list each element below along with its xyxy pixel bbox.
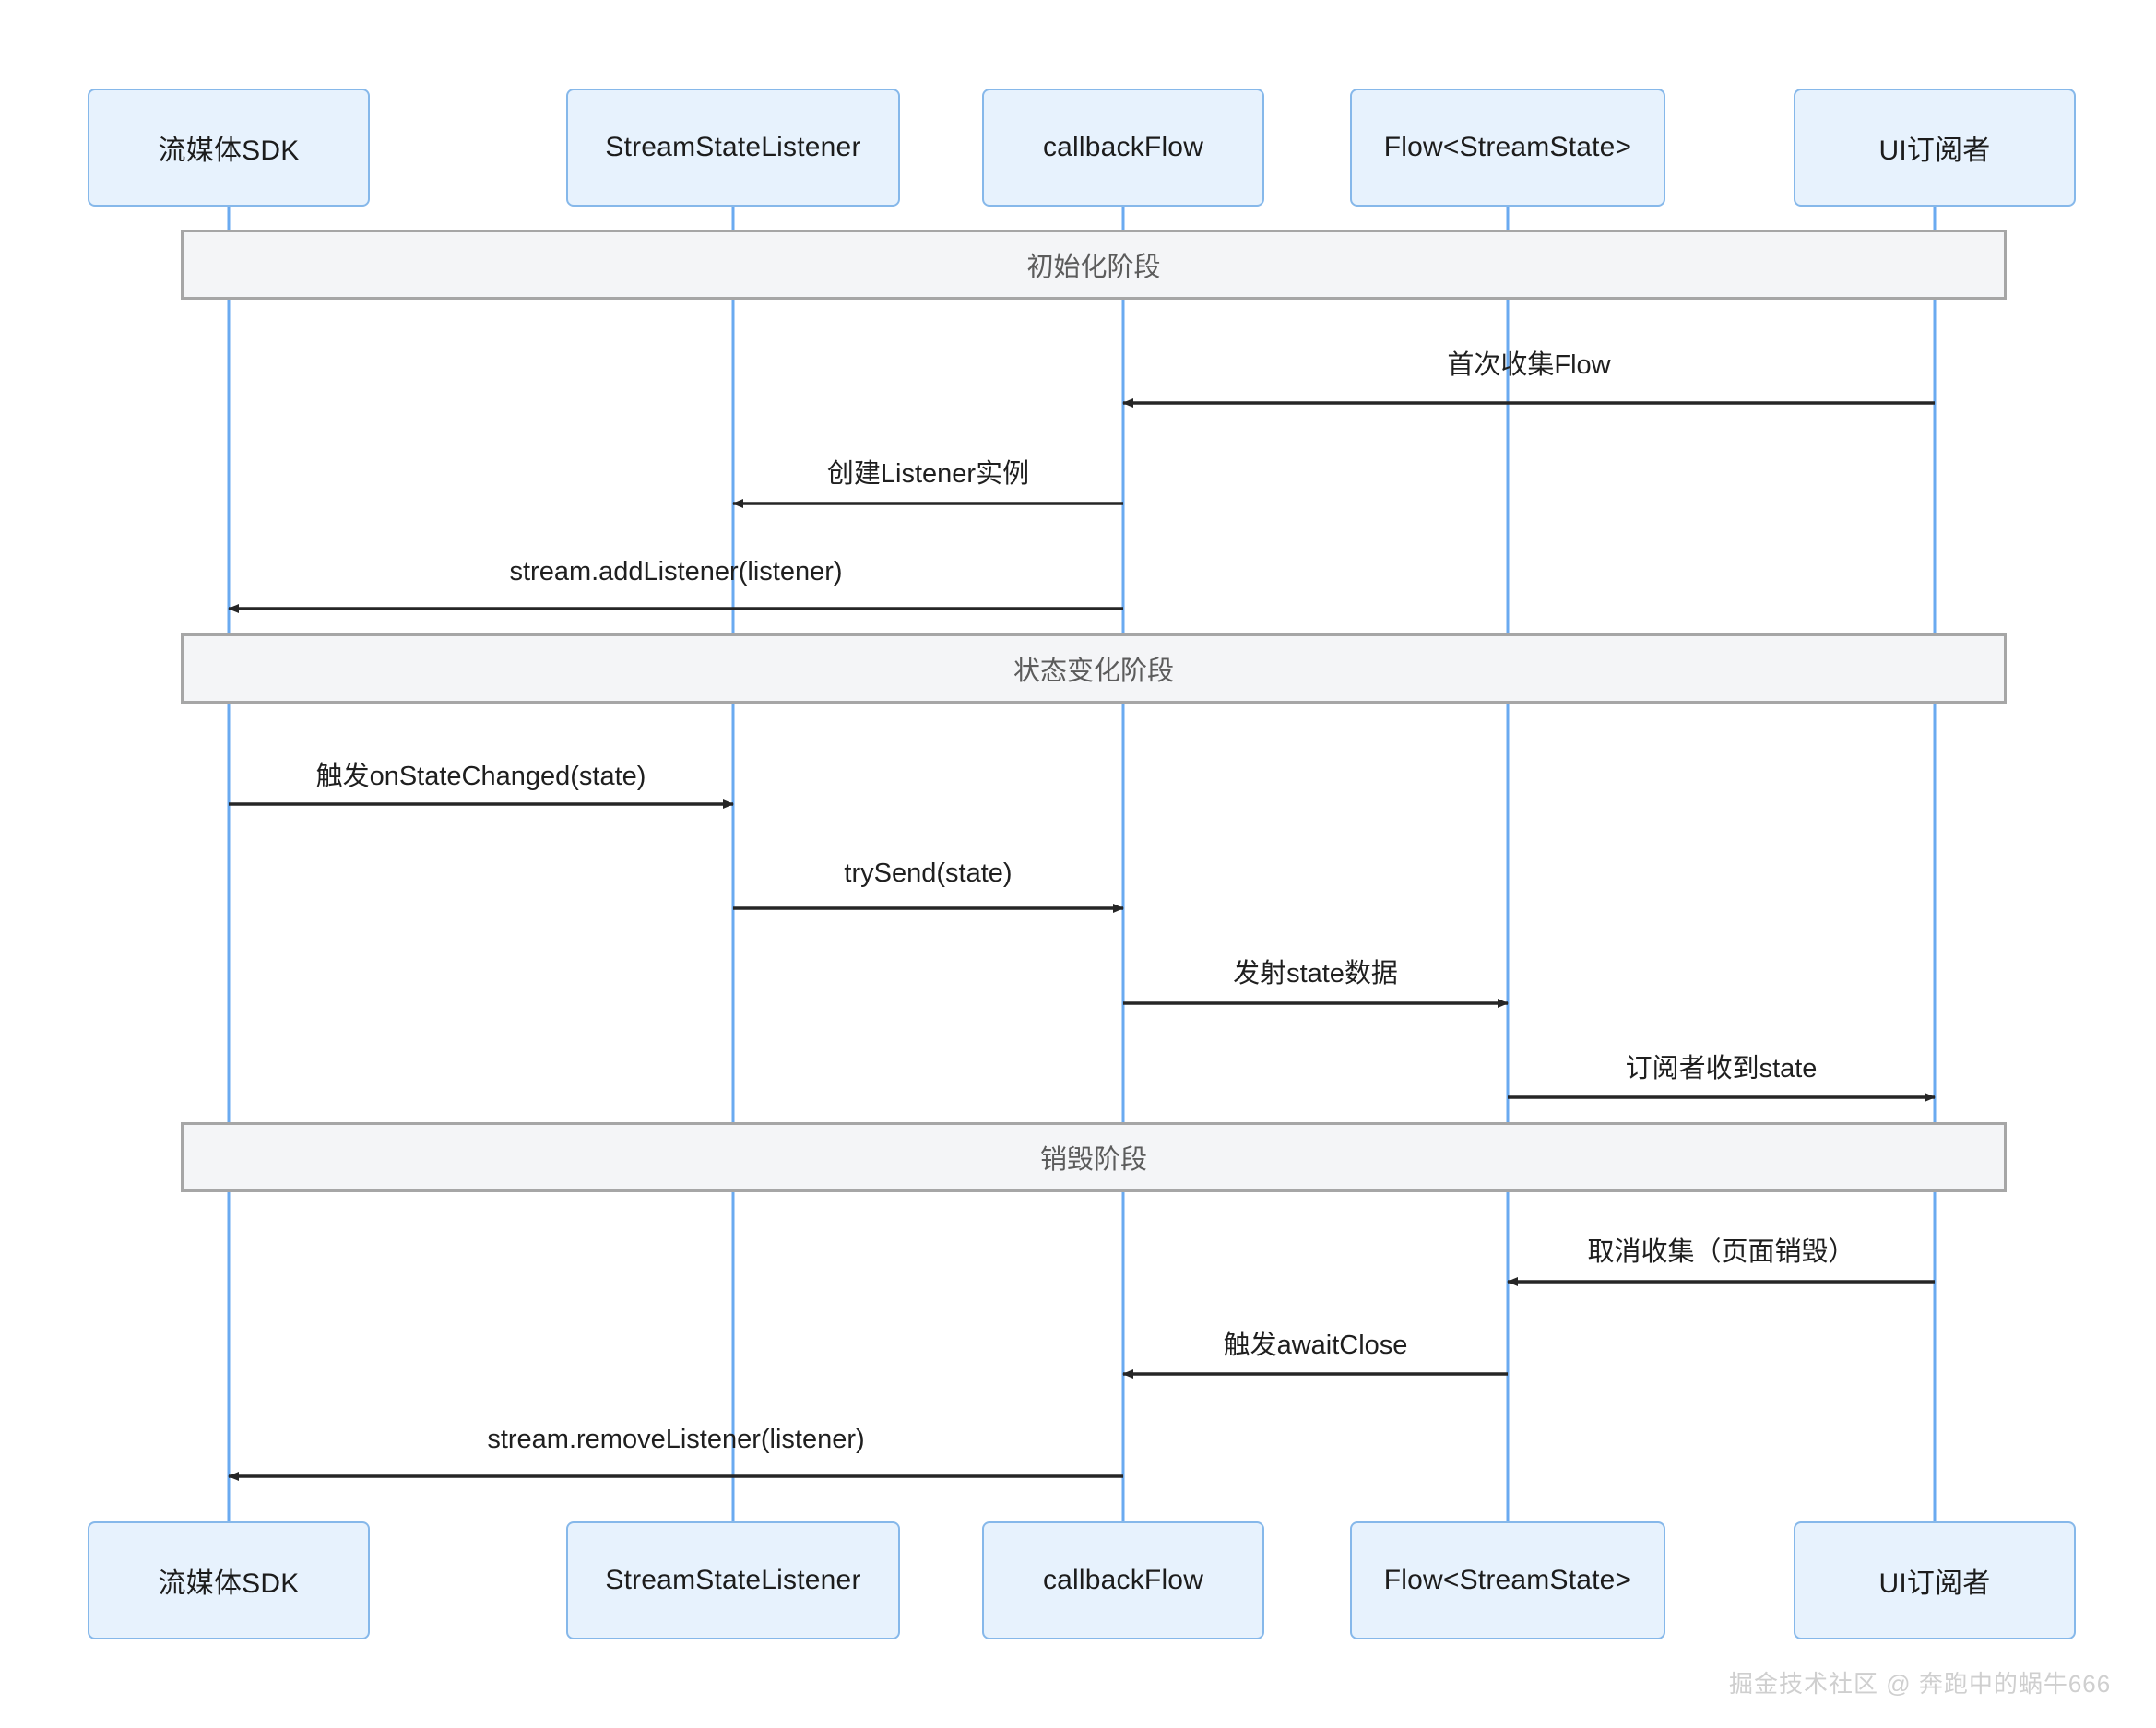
message-label-msg-5: trySend(state) (844, 858, 1013, 888)
participant-sdk-bottom[interactable]: 流媒体SDK (88, 1521, 370, 1639)
phase-label: 初始化阶段 (1026, 253, 1161, 282)
participant-flow-bottom[interactable]: Flow<StreamState> (1350, 1521, 1665, 1639)
participant-label: StreamStateListener (605, 1565, 861, 1595)
message-label-msg-7: 订阅者收到state (1625, 1054, 1818, 1083)
participant-callbackflow-bottom[interactable]: callbackFlow (982, 1521, 1264, 1639)
participant-listener-bottom[interactable]: StreamStateListener (566, 1521, 900, 1639)
participant-ui-bottom[interactable]: UI订阅者 (1794, 1521, 2076, 1639)
message-label-msg-1: 首次收集Flow (1447, 350, 1611, 380)
arrows-layer (228, 398, 1936, 1481)
message-label-msg-9: 触发awaitClose (1223, 1331, 1408, 1360)
participant-label: callbackFlow (1042, 132, 1204, 162)
message-label-msg-10: stream.removeListener(listener) (487, 1425, 865, 1454)
participant-flow-top[interactable]: Flow<StreamState> (1350, 89, 1665, 207)
participant-label: Flow<StreamState> (1383, 132, 1632, 162)
phase-label: 销毁阶段 (1039, 1145, 1147, 1175)
participant-label: 流媒体SDK (158, 1568, 300, 1599)
participant-callbackflow-top[interactable]: callbackFlow (982, 89, 1264, 207)
participant-sdk-top[interactable]: 流媒体SDK (88, 89, 370, 207)
message-label-msg-3: stream.addListener(listener) (509, 557, 843, 586)
participant-ui-top[interactable]: UI订阅者 (1794, 89, 2076, 207)
participant-label: UI订阅者 (1878, 1568, 1991, 1599)
phase-bar-destroy: 销毁阶段 (181, 1122, 2007, 1192)
participant-label: StreamStateListener (605, 132, 861, 162)
participant-label: 流媒体SDK (158, 136, 300, 166)
message-label-msg-8: 取消收集（页面销毁） (1587, 1237, 1855, 1267)
message-label-msg-2: 创建Listener实例 (826, 459, 1030, 489)
lifelines-layer (227, 207, 1937, 1521)
participant-label: UI订阅者 (1878, 136, 1991, 166)
message-label-msg-6: 发射state数据 (1233, 959, 1398, 988)
message-label-msg-4: 触发onStateChanged(state) (315, 762, 646, 791)
watermark-text: 掘金技术社区 @ 奔跑中的蜗牛666 (1729, 1670, 2112, 1698)
participant-listener-top[interactable]: StreamStateListener (566, 89, 900, 207)
participant-label: Flow<StreamState> (1383, 1565, 1632, 1595)
phase-bar-state-change: 状态变化阶段 (181, 633, 2007, 704)
phase-bar-init: 初始化阶段 (181, 230, 2007, 300)
participant-label: callbackFlow (1042, 1565, 1204, 1595)
phase-label: 状态变化阶段 (1013, 657, 1174, 686)
